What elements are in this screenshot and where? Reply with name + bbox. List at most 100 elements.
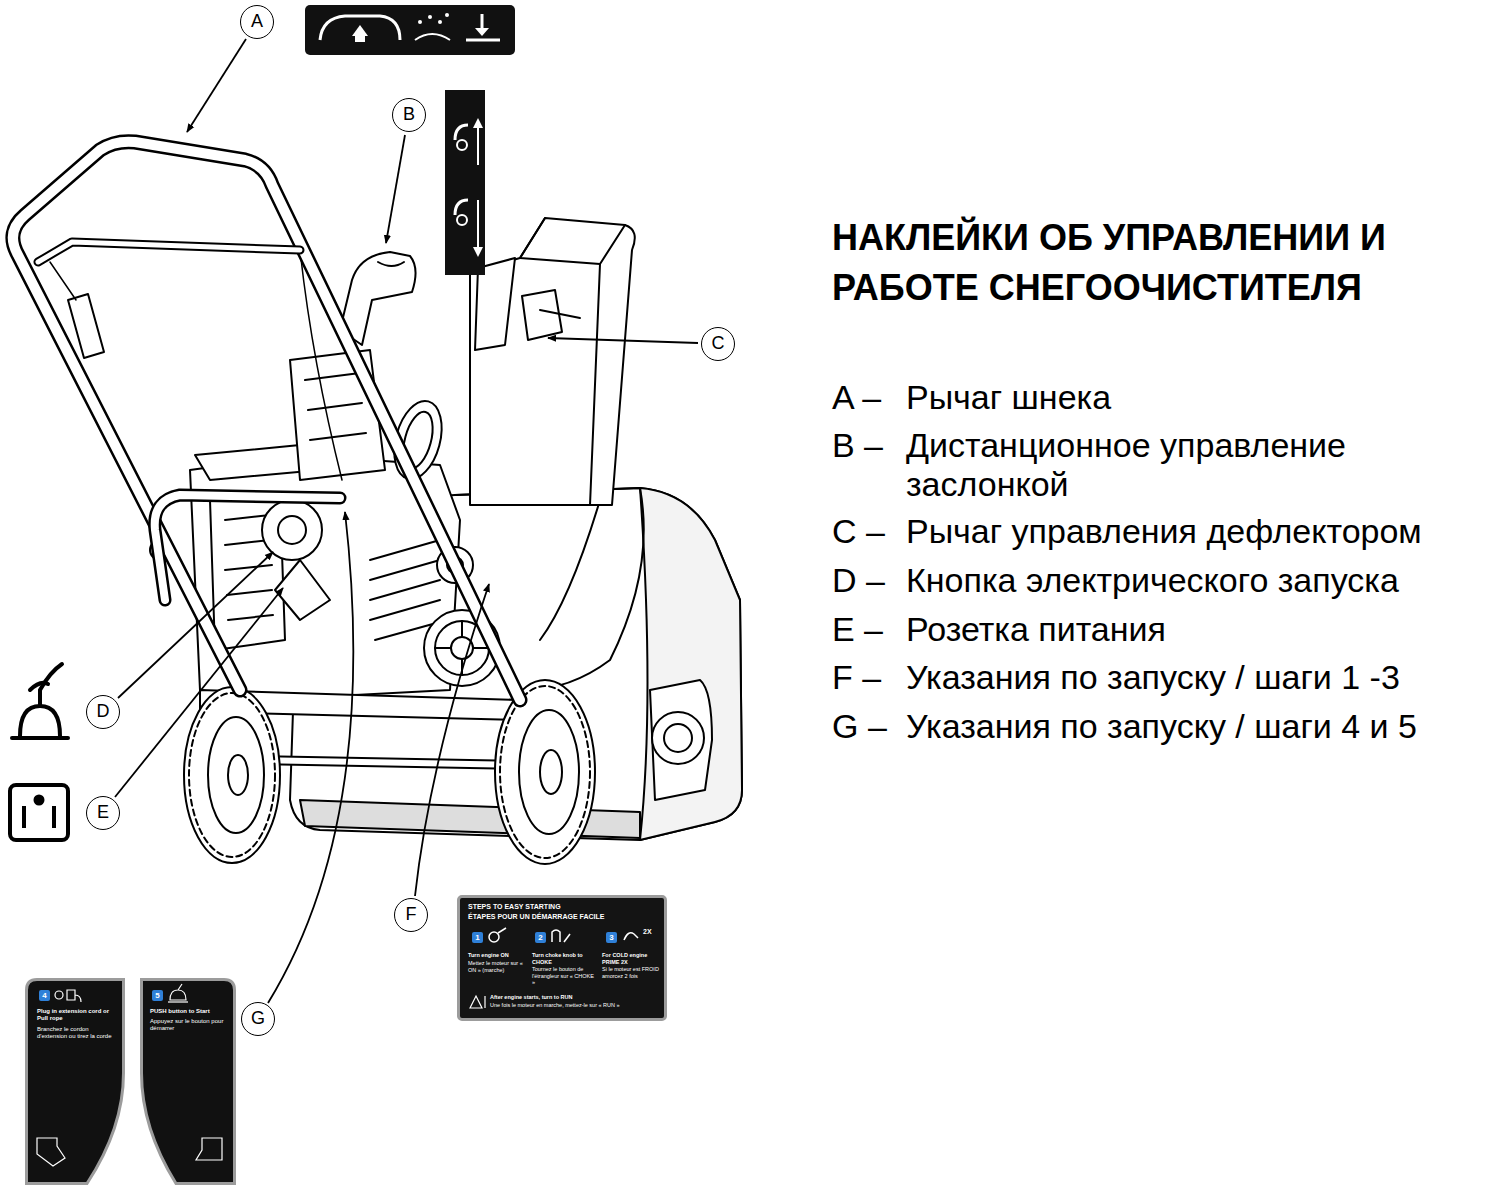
snowblower-illustration	[189, 693, 275, 857]
list-letter: C –	[832, 512, 902, 551]
snowblower-illustration	[208, 717, 264, 833]
callout-circle: A	[240, 5, 274, 39]
title: НАКЛЕЙКИ ОБ УПРАВЛЕНИИ И РАБОТЕ СНЕГООЧИ…	[832, 213, 1492, 313]
decal-text: PUSH button to Start	[150, 1008, 226, 1015]
step-number-badge: 5	[152, 990, 163, 1001]
choke-decal	[455, 200, 468, 215]
decal-icons	[489, 932, 499, 942]
decal-text: After engine starts, turn to RUN	[490, 994, 660, 1001]
callout-circle: C	[701, 327, 735, 361]
choke-decal	[445, 90, 485, 275]
snowblower-illustration	[650, 680, 712, 800]
decal-text: Plug in extension cord or Pull rope	[37, 1008, 115, 1023]
leader-lines	[415, 584, 489, 896]
decal-outline	[170, 984, 186, 1000]
decal-text: Appuyez sur le bouton pour démarrer	[150, 1018, 226, 1033]
snowblower-illustration	[155, 495, 340, 600]
auger-decal	[415, 34, 450, 40]
snowblower-illustration	[250, 760, 520, 765]
list-description: Кнопка электрического запуска	[906, 561, 1466, 600]
decal-text: ÉTAPES POUR UN DÉMARRAGE FACILE	[468, 913, 658, 922]
electric-start-icon	[12, 664, 68, 738]
snowblower-illustration	[13, 142, 520, 700]
decal-text: STEPS TO EASY STARTING	[468, 903, 658, 912]
snowblower-illustration	[519, 710, 579, 834]
list-description: Указания по запуску / шаги 4 и 5	[906, 707, 1466, 746]
leader-lines	[118, 552, 273, 698]
snowblower-illustration	[278, 516, 306, 544]
snowblower-illustration	[13, 142, 742, 864]
decal-outline	[196, 1138, 222, 1160]
snowblower-illustration	[640, 488, 742, 840]
decal-icons	[624, 933, 638, 940]
snowblower-illustration	[38, 242, 300, 262]
choke-decal	[457, 140, 467, 150]
leader-lines	[115, 588, 283, 797]
auger-decal	[418, 20, 422, 24]
callout-letter: B	[393, 99, 425, 130]
choke-decal	[477, 125, 479, 165]
snowblower-illustration	[184, 687, 280, 863]
callout-circle: E	[86, 796, 120, 830]
decal-outline	[67, 990, 81, 1002]
decal-text: Branchez le cordon d'extension ou tirez …	[37, 1026, 115, 1041]
decal-outline	[142, 980, 235, 1184]
decal-text: Turn choke knob to CHOKE	[532, 952, 596, 965]
callout-letter: A	[241, 6, 273, 37]
choke-decal	[477, 200, 479, 250]
step-number-badge: 4	[39, 990, 50, 1001]
list-description: Дистанционное управление заслонкой	[906, 426, 1466, 504]
auger-decal	[305, 5, 515, 55]
auger-decal	[355, 36, 365, 42]
list-description: Указания по запуску / шаги 1 -3	[906, 658, 1466, 697]
electric-start-icon	[20, 706, 60, 736]
snowblower-illustration	[470, 218, 635, 505]
list-letter: G –	[832, 707, 902, 746]
snowblower-illustration	[13, 142, 520, 700]
snowblower-illustration	[540, 750, 562, 794]
callout-circle: G	[241, 1002, 275, 1036]
list-letter: B –	[832, 426, 902, 465]
auger-decal	[352, 25, 368, 36]
leader-lines	[268, 512, 353, 1003]
snowblower-illustration	[540, 310, 580, 318]
decal-icons	[470, 996, 482, 1008]
leader-lines	[187, 39, 246, 132]
auger-decal	[466, 39, 500, 42]
snowblower-illustration	[378, 262, 404, 266]
decal-text: Turn engine ON	[468, 952, 528, 959]
snowblower-illustration	[228, 755, 248, 795]
list-letter: A –	[832, 378, 902, 417]
power-outlet-icon	[10, 785, 68, 840]
decal-text: Une fois le moteur en marche, mettez-le …	[490, 1002, 660, 1009]
snowblower-illustration	[652, 712, 704, 764]
decal-icons	[552, 930, 560, 942]
snowblower-illustration	[68, 294, 104, 358]
snowblower-illustration	[540, 500, 600, 640]
choke-decal	[473, 118, 483, 128]
snowblower-illustration	[340, 252, 416, 345]
decal-icons	[484, 996, 485, 1008]
callout-circle: D	[86, 695, 120, 729]
decal-outline	[27, 980, 124, 1184]
callout-letter: F	[395, 899, 427, 930]
list-description: Розетка питания	[906, 610, 1466, 649]
list-letter: F –	[832, 658, 902, 697]
decal-icons	[498, 928, 506, 933]
snowblower-illustration	[500, 686, 590, 858]
auger-decal	[305, 5, 515, 55]
auger-decal	[481, 14, 484, 30]
list-description: Рычаг шнека	[906, 378, 1466, 417]
snowblower-illustration	[664, 724, 692, 752]
snowblower-illustration	[305, 373, 366, 440]
step-number-badge: 3	[606, 932, 617, 943]
decal-outline	[37, 1138, 65, 1166]
choke-decal	[445, 90, 485, 275]
decal-text: Tournez le bouton de l'étrangleur sur « …	[532, 966, 596, 986]
snowblower-illustration	[590, 264, 600, 505]
leader-lines	[386, 135, 405, 243]
decal-text: For COLD engine PRIME 2X	[602, 952, 662, 965]
callout-letter: E	[87, 797, 119, 828]
choke-decal	[455, 125, 468, 140]
